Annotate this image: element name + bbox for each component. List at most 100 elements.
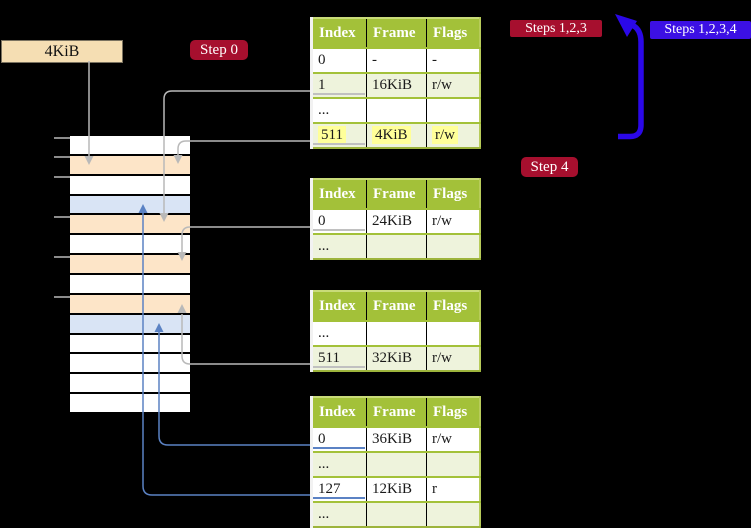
memory-row-pagetable xyxy=(70,155,190,174)
frame-cell: 24KiB xyxy=(366,208,427,234)
pointer-underline xyxy=(313,93,365,95)
flags-cell xyxy=(426,451,480,477)
index-cell: 0 xyxy=(311,47,367,73)
frame-cell: 16KiB xyxy=(366,72,427,98)
frame-cell: 32KiB xyxy=(366,345,427,371)
flags-cell xyxy=(426,233,480,259)
flags-cell: - xyxy=(426,47,480,73)
column-header: Frame xyxy=(366,397,427,427)
steps-123-chip: Steps 1,2,3 xyxy=(510,20,602,37)
column-header: Flags xyxy=(426,18,480,48)
flags-cell xyxy=(426,97,480,123)
frame-cell xyxy=(366,451,427,477)
flags-cell xyxy=(426,320,480,346)
index-cell: 0 xyxy=(311,426,367,452)
address-tick xyxy=(54,176,70,178)
memory-row-page xyxy=(70,334,190,353)
table-row: ... xyxy=(311,320,480,346)
memory-row-pagetable xyxy=(70,215,190,234)
highlighted-value: r/w xyxy=(432,126,458,144)
index-cell: 511 xyxy=(311,345,367,371)
pointer-underline xyxy=(313,229,365,231)
t3-row511-to-frame-32kib xyxy=(181,314,310,365)
steps-loop-arrow xyxy=(618,22,644,140)
steps-loop-arrow-head xyxy=(615,14,637,37)
memory-row-page xyxy=(70,175,190,194)
column-header: Frame xyxy=(366,18,427,48)
highlighted-value: 511 xyxy=(318,126,346,144)
step-0-chip: Step 0 xyxy=(190,40,248,60)
index-cell: 0 xyxy=(311,208,367,234)
table-row: ... xyxy=(311,501,480,527)
column-header: Index xyxy=(311,397,367,427)
index-cell: 511 xyxy=(311,122,367,148)
t2-row0-to-frame-24kib xyxy=(181,226,310,252)
index-cell: ... xyxy=(311,320,367,346)
frame-cell xyxy=(366,97,427,123)
column-header: Index xyxy=(311,18,367,48)
flags-cell: r/w xyxy=(426,208,480,234)
flags-cell xyxy=(426,501,480,527)
pointer-underline xyxy=(313,497,365,499)
index-cell: ... xyxy=(311,233,367,259)
memory-row-page xyxy=(70,235,190,254)
frame-cell: 4KiB xyxy=(366,122,427,148)
index-cell: ... xyxy=(311,451,367,477)
table-row: ... xyxy=(311,97,480,123)
table-row: ... xyxy=(311,451,480,477)
address-tick xyxy=(54,296,70,298)
frame-cell xyxy=(366,233,427,259)
memory-row-page xyxy=(70,354,190,373)
pointer-underline xyxy=(313,143,365,145)
address-tick xyxy=(54,137,70,139)
frame-cell xyxy=(366,320,427,346)
highlighted-value: 4KiB xyxy=(372,126,411,144)
address-tick xyxy=(54,216,70,218)
flags-cell: r/w xyxy=(426,72,480,98)
index-cell: ... xyxy=(311,97,367,123)
table-row: 0-- xyxy=(311,47,480,73)
column-header: Index xyxy=(311,179,367,209)
memory-row-page xyxy=(70,374,190,393)
pointer-underline xyxy=(313,366,365,368)
memory-row-page xyxy=(70,136,190,154)
frame-cell xyxy=(366,501,427,527)
memory-row-pagetable xyxy=(70,255,190,273)
column-header: Frame xyxy=(366,179,427,209)
index-cell: ... xyxy=(311,501,367,527)
flags-cell: r/w xyxy=(426,345,480,371)
memory-row-page xyxy=(70,394,190,412)
memory-row-pagetable xyxy=(70,294,190,313)
column-header: Frame xyxy=(366,291,427,321)
index-cell: 127 xyxy=(311,476,367,502)
column-header: Flags xyxy=(426,397,480,427)
pointer-underline xyxy=(313,447,365,449)
address-tick xyxy=(54,156,70,158)
steps-1234-chip: Steps 1,2,3,4 xyxy=(650,21,751,39)
table-row: 511 4KiB r/w xyxy=(311,122,480,148)
memory-row-page xyxy=(70,275,190,293)
frame-cell: - xyxy=(366,47,427,73)
index-cell: 1 xyxy=(311,72,367,98)
frame-cell: 12KiB xyxy=(366,476,427,502)
flags-cell: r xyxy=(426,476,480,502)
page-size-label: 4KiB xyxy=(1,40,123,63)
address-tick xyxy=(54,256,70,258)
column-header: Index xyxy=(311,291,367,321)
memory-row-mapped xyxy=(70,195,190,214)
column-header: Flags xyxy=(426,179,480,209)
flags-cell: r/w xyxy=(426,426,480,452)
column-header: Flags xyxy=(426,291,480,321)
memory-row-mapped xyxy=(70,314,190,333)
frame-cell: 36KiB xyxy=(366,426,427,452)
